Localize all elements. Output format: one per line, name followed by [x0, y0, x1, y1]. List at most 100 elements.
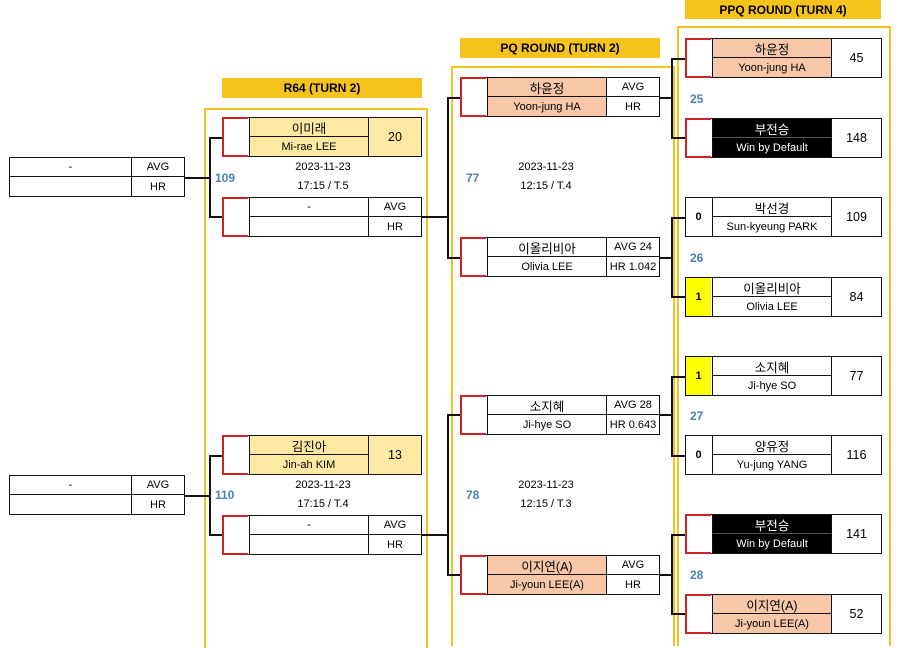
- r64-column: [204, 108, 428, 648]
- hr-label: HR: [387, 220, 403, 233]
- r128-slot-2: - AVG HR: [9, 475, 185, 515]
- player-score: 109: [846, 210, 867, 224]
- bracket-line: [671, 376, 673, 456]
- match-number: 109: [215, 171, 236, 185]
- player-name-en: Yoon-jung HA: [712, 58, 832, 77]
- match-date: 2023-11-23: [518, 479, 574, 491]
- player-slot: 이미래 Mi-rae LEE 20: [222, 117, 422, 157]
- hr-label: HR: [150, 180, 166, 193]
- player-name-kr: 소지혜: [487, 396, 607, 415]
- connector: [660, 257, 672, 259]
- connector: [660, 574, 672, 576]
- bracket-line: [447, 414, 449, 575]
- match-time: 12:15 / T.4: [520, 180, 572, 192]
- match-number: 110: [215, 488, 235, 502]
- set-score: 1: [686, 357, 711, 395]
- player-name-en: Olivia LEE: [487, 257, 607, 276]
- player-name-en: [249, 535, 369, 554]
- connector: [185, 177, 209, 179]
- player-name-kr: 박선경: [712, 198, 832, 217]
- pq-column: [451, 66, 675, 646]
- r64-header: R64 (TURN 2): [222, 78, 422, 98]
- player-slot: 0 박선경 Sun-kyeung PARK 109: [685, 197, 882, 237]
- hr-value: HR 0.643: [609, 418, 657, 431]
- player-name-en: Win by Default: [712, 138, 832, 157]
- hr-label: HR: [387, 538, 403, 551]
- bracket-line: [671, 217, 673, 297]
- avg-value: AVG 28: [607, 396, 659, 415]
- player-score: 45: [849, 51, 864, 65]
- set-score: 0: [695, 211, 702, 223]
- bracket-line: [671, 613, 685, 615]
- player-name-kr: 김진아: [249, 436, 369, 455]
- bracket-line: [671, 534, 673, 614]
- bracket-line: [209, 534, 222, 536]
- player-name-en: Yoon-jung HA: [487, 97, 607, 116]
- match-date: 2023-11-23: [295, 161, 351, 173]
- player-name-en: Ji-hye SO: [487, 415, 607, 434]
- bracket-line: [209, 216, 222, 218]
- player-slot: 하윤정 Yoon-jung HA AVG HR: [460, 77, 660, 117]
- bracket-line: [209, 455, 222, 457]
- connector: [422, 534, 448, 536]
- avg-value: AVG 24: [607, 238, 659, 257]
- hr-value: HR 1.042: [609, 260, 657, 273]
- player-name-en: Mi-rae LEE: [249, 137, 369, 156]
- ppq-header: PPQ ROUND (TURN 4): [685, 0, 881, 19]
- player-name-kr: 이올리비아: [487, 238, 607, 257]
- player-score: 52: [849, 607, 864, 621]
- bracket-line: [671, 534, 685, 536]
- match-date: 2023-11-23: [518, 161, 574, 173]
- bracket-line: [447, 574, 460, 576]
- bracket-line: [447, 257, 460, 259]
- player-score: 20: [369, 118, 421, 156]
- bracket-line: [209, 137, 211, 217]
- player-slot: 부전승 Win by Default 148: [685, 118, 882, 158]
- bracket-line: [671, 217, 685, 219]
- player-name: -: [10, 158, 132, 177]
- player-name: -: [249, 516, 369, 535]
- player-slot: 부전승 Win by Default 141: [685, 514, 882, 554]
- bracket-line: [671, 58, 673, 138]
- player-slot: - AVG HR: [222, 515, 422, 555]
- bracket-line: [671, 455, 685, 457]
- player-name-en: [10, 177, 132, 196]
- player-name-kr: 하윤정: [712, 39, 832, 58]
- hr-label: HR: [625, 100, 641, 113]
- player-name: -: [10, 476, 132, 495]
- player-name-kr: 이올리비아: [712, 278, 832, 297]
- connector: [660, 414, 672, 416]
- player-slot: 이지연(A) Ji-youn LEE(A) AVG HR: [460, 555, 660, 595]
- player-score: 141: [846, 527, 867, 541]
- player-name-kr: 이미래: [249, 118, 369, 137]
- connector: [660, 97, 672, 99]
- player-name-en: Sun-kyeung PARK: [712, 217, 832, 236]
- ppq-column: [677, 26, 891, 646]
- avg-label: AVG: [607, 78, 659, 97]
- bracket-line: [209, 137, 222, 139]
- bracket-line: [671, 296, 685, 298]
- bracket-line: [671, 58, 685, 60]
- player-slot: 1 소지혜 Ji-hye SO 77: [685, 356, 882, 396]
- match-number: 25: [690, 92, 704, 106]
- player-name-en: Ji-hye SO: [712, 376, 832, 395]
- player-name-kr: 부전승: [712, 515, 832, 534]
- bracket-line: [209, 455, 211, 535]
- player-score: 148: [846, 131, 867, 145]
- match-number: 26: [690, 251, 704, 265]
- connector: [185, 495, 209, 497]
- player-name-kr: 부전승: [712, 119, 832, 138]
- player-name-kr: 하윤정: [487, 78, 607, 97]
- player-slot: 하윤정 Yoon-jung HA 45: [685, 38, 882, 78]
- r128-slot-1: - AVG HR: [9, 157, 185, 197]
- match-time: 12:15 / T.3: [520, 498, 572, 510]
- player-name-kr: 이지연(A): [487, 556, 607, 575]
- avg-label: AVG: [132, 476, 184, 495]
- avg-label: AVG: [369, 516, 421, 535]
- match-number: 28: [690, 568, 704, 582]
- player-slot: 1 이올리비아 Olivia LEE 84: [685, 277, 882, 317]
- match-time: 17:15 / T.4: [297, 498, 349, 510]
- player-name-en: Olivia LEE: [712, 297, 832, 316]
- match-time: 17:15 / T.5: [297, 180, 349, 192]
- player-score: 13: [369, 436, 421, 474]
